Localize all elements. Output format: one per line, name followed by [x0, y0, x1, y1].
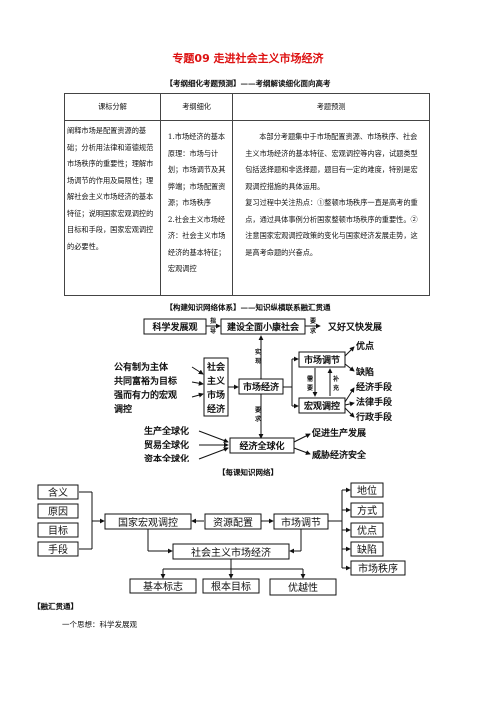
- arrow-label: 要: [307, 384, 313, 392]
- box-label: 建设全面小康社会: [227, 321, 300, 333]
- box-label: 缺陷: [357, 543, 377, 556]
- cell-text: 2.社会主义市场经济：社会主义市场经济的基本特征；宏观调控: [167, 214, 226, 274]
- arrow-label: 指: [210, 317, 216, 325]
- box-macro-control: [298, 397, 346, 414]
- cell-text: 1.市场经济的基本原理：市场与计划；市场调节及其弊端；市场配置资源；市场秩序: [167, 132, 226, 207]
- label-means: 行政手段: [355, 411, 393, 423]
- box-label: 经济全球化: [239, 440, 284, 452]
- section-heading-lesson-network: 【每课知识网络】: [218, 468, 278, 477]
- list-item: 公有制为主体: [114, 361, 169, 373]
- arrow-label: 求: [255, 415, 262, 423]
- box-right: [350, 482, 384, 498]
- page-title: 专题09 走进社会主义市场经济: [172, 52, 324, 65]
- table-cell: 1.市场经济的基本原理：市场与计划；市场调节及其弊端；市场配置资源；市场秩序 2…: [159, 120, 234, 296]
- box-left: [37, 503, 79, 519]
- arrow-label: 要: [255, 406, 261, 414]
- box-left: [37, 522, 79, 538]
- lesson-network-diagram: 含义 原因 目标 手段 国家宏观调控 资源配置 市场调节 地位 方式 优点: [37, 482, 406, 596]
- box-label: 根本目标: [211, 580, 251, 593]
- box-label: 基本标志: [143, 580, 183, 593]
- table-header-row: 课标分解 考纲细化 考题预测: [64, 93, 430, 121]
- arrow-label: 导: [210, 327, 216, 335]
- table-cell: 本部分考题集中于市场配置资源、市场秩序、社会主义市场经济的基本特征、宏观调控等内…: [232, 120, 430, 296]
- box-left: [37, 484, 79, 500]
- box-label: 社会: [206, 361, 226, 373]
- box-label: 资源配置: [213, 516, 253, 529]
- box-label: 方式: [357, 504, 377, 517]
- label-means: 法律手段: [356, 396, 393, 408]
- label-promote: 促进生产发展: [311, 427, 366, 439]
- label-means: 经济手段: [356, 381, 393, 393]
- box-right: [350, 522, 384, 538]
- box-label: 市场秩序: [358, 562, 398, 575]
- box-label: 原因: [48, 506, 68, 518]
- box-left: [37, 541, 79, 557]
- summary-text: 一个思想：科学发展观: [62, 620, 137, 629]
- box-label: 国家宏观调控: [118, 516, 178, 529]
- box-label: 优点: [357, 524, 377, 537]
- syllabus-table: 课标分解 考纲细化 考题预测 阐释市场是配置资源的基础；分析用法律和道德规范市场…: [64, 93, 430, 296]
- box-label: 市场经济: [243, 381, 280, 393]
- box-label: 市场调节: [304, 354, 340, 366]
- box-market-regulation: [298, 351, 346, 368]
- arrow-label: 需: [307, 375, 313, 383]
- list-item: 生产全球化: [144, 425, 189, 437]
- arrow-label: 实: [255, 348, 261, 356]
- box-label: 主义: [207, 375, 226, 387]
- arrow-label: 求: [310, 327, 317, 335]
- cell-text: 复习过程中关注热点：①整顿市场秩序一直是高考的重点，通过具体事例分析国家整顿市场…: [245, 198, 418, 257]
- box-label: 含义: [48, 486, 68, 499]
- table-header: 考题预测: [232, 93, 430, 121]
- table-cell: 阐释市场是配置资源的基础；分析用法律和道德规范市场秩序的重要性；理解市场调节的作…: [64, 120, 161, 296]
- list-item: 调控: [114, 403, 132, 415]
- label-advantage: 优点: [356, 340, 374, 352]
- box-label: 手段: [48, 543, 68, 556]
- box-right: [350, 502, 384, 518]
- box-label: 目标: [48, 525, 68, 537]
- table-header: 课标分解: [64, 93, 161, 121]
- section-heading-summary: 【融汇贯通】: [33, 602, 78, 611]
- list-item: 资本全球化: [144, 453, 189, 462]
- list-item: 强而有力的宏观: [114, 389, 177, 401]
- box-bottom: [129, 578, 197, 594]
- list-item: 共同富裕为目标: [114, 375, 177, 387]
- box-label: 地位: [357, 484, 377, 497]
- section-heading-syllabus: 【考纲细化考题预测】——考纲解读细化面向高考: [165, 79, 331, 88]
- box-label: 市场: [207, 389, 225, 401]
- box-label: 又好又快发展: [327, 321, 382, 333]
- label-defect: 缺陷: [355, 366, 374, 378]
- arrow-label: 充: [333, 384, 339, 392]
- cell-text: 本部分考题集中于市场配置资源、市场秩序、社会主义市场经济的基本特征、宏观调控等内…: [245, 132, 418, 191]
- arrow-label: 现: [255, 357, 261, 365]
- arrow-label: 要: [310, 317, 316, 325]
- box-label: 经济: [207, 403, 226, 415]
- box-label: 市场调节: [281, 516, 321, 529]
- box-bottom: [202, 578, 260, 594]
- section-heading-network: 【构建知识网络体系】——知识纵横联系融汇贯通: [165, 303, 331, 312]
- label-threat: 威胁经济安全: [312, 449, 367, 461]
- cell-text: 阐释市场是配置资源的基础；分析用法律和道德规范市场秩序的重要性；理解市场调节的作…: [67, 126, 154, 251]
- box-label: 社会主义市场经济: [191, 546, 271, 559]
- box-label: 优越性: [288, 581, 318, 594]
- box-right: [350, 560, 406, 576]
- list-item: 贸易全球化: [144, 439, 189, 451]
- box-label: 科学发展观: [152, 321, 197, 333]
- arrow-label: 补: [332, 375, 339, 383]
- box-right: [350, 541, 384, 557]
- box-bottom: [269, 578, 337, 596]
- knowledge-network-diagram: 科学发展观 指 导 建设全面小康社会 要 求 又好又快发展 公有制为主体 共同富…: [114, 317, 393, 462]
- table-row: 阐释市场是配置资源的基础；分析用法律和道德规范市场秩序的重要性；理解市场调节的作…: [64, 120, 430, 296]
- box-globalization: [229, 437, 295, 454]
- table-header: 考纲细化: [159, 93, 234, 121]
- box-label: 宏观调控: [304, 400, 340, 412]
